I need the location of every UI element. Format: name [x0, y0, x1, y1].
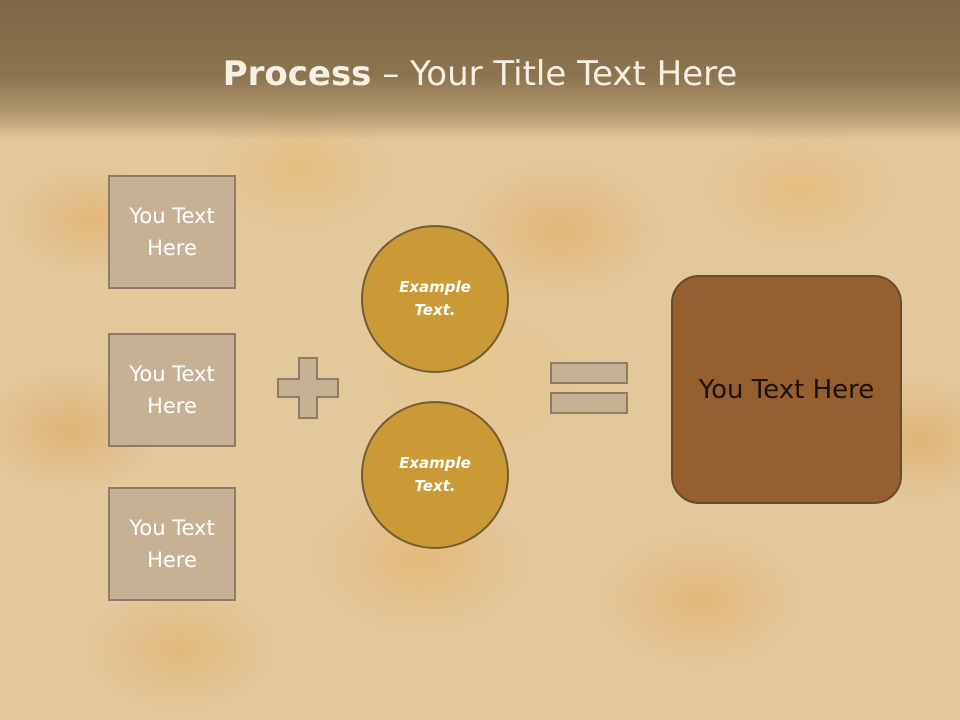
title-rest: – Your Title Text Here	[371, 54, 738, 94]
plus-icon	[277, 357, 339, 419]
input-box-3: You Text Here	[108, 487, 236, 601]
title-bold: Process	[222, 54, 372, 94]
equals-icon	[550, 362, 628, 414]
input-box-1: You Text Here	[108, 175, 236, 289]
input-box-label: You Text Here	[129, 362, 215, 418]
result-box-label: You Text Here	[698, 374, 875, 405]
slide-title: Process – Your Title Text Here	[0, 52, 960, 96]
example-circle-2: Example Text.	[361, 401, 509, 549]
input-box-2: You Text Here	[108, 333, 236, 447]
header-bar	[0, 0, 960, 140]
example-circle-1: Example Text.	[361, 225, 509, 373]
result-box: You Text Here	[671, 275, 902, 504]
example-circle-label: Example Text.	[399, 454, 471, 495]
input-box-label: You Text Here	[129, 516, 215, 572]
input-box-label: You Text Here	[129, 204, 215, 260]
example-circle-label: Example Text.	[399, 278, 471, 319]
